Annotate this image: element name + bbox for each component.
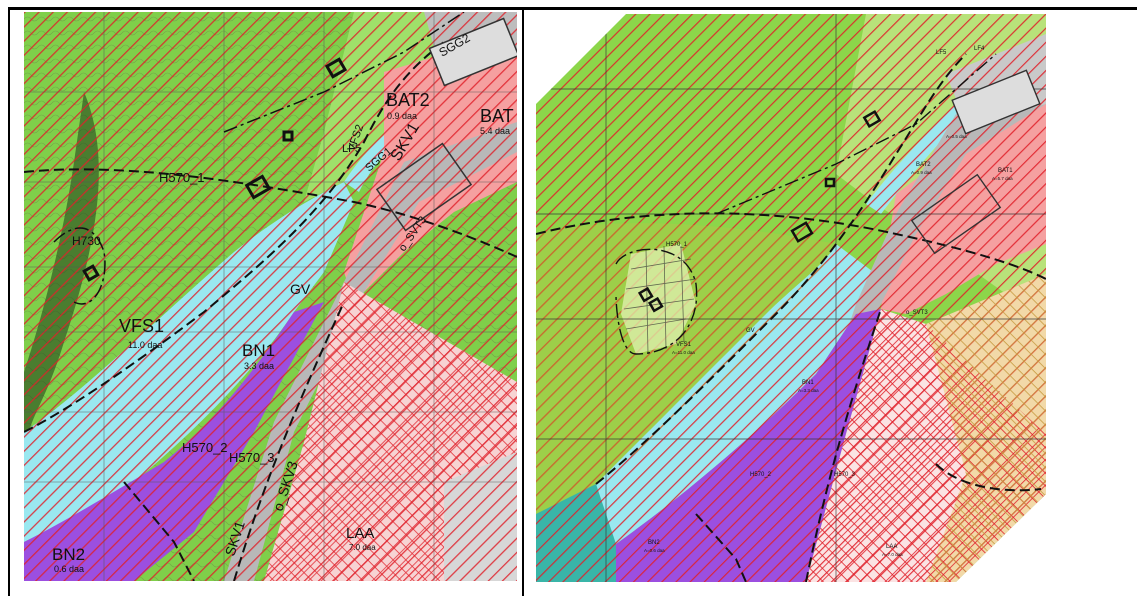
label-bn1: BN1	[242, 341, 275, 360]
label-gv: GV	[290, 281, 311, 297]
label-bn2-r: BN2	[648, 540, 660, 546]
label-h570-r: H570_1	[666, 242, 688, 248]
label-h570-1: H570_1	[159, 170, 205, 185]
label-bat3-area-r: A=0.5 daa	[946, 134, 967, 139]
label-bn2-area-r: A=0.6 daa	[644, 548, 665, 553]
label-bn2-area: 0.6 daa	[54, 564, 84, 574]
label-laa-r: LAA	[886, 544, 897, 550]
label-laa-area-r: A=7.0 daa	[882, 552, 903, 557]
label-h570-3: H570_3	[229, 450, 275, 465]
label-bat1-area: 5.4 daa	[480, 126, 510, 136]
label-bat2-r: BAT2	[916, 162, 931, 168]
label-bn1-area-r: A=3.3 daa	[798, 388, 819, 393]
label-bat1-area-r: A=5.7 daa	[992, 176, 1013, 181]
label-o-svt3-r: o_SVT3	[906, 310, 928, 316]
right-zoning-map: LF5 LF4 BAT2 A=0.9 daa BAT1 A=5.7 daa A=…	[536, 14, 1046, 582]
label-vfs1: VFS1	[119, 316, 164, 336]
label-vfs1-area-r: A=11.0 daa	[672, 350, 695, 355]
label-vfs1-area: 11.0 daa	[128, 340, 162, 350]
label-vfs1-r: VFS1	[676, 342, 692, 348]
label-h730: H730	[72, 234, 101, 248]
label-bn2: BN2	[52, 545, 85, 564]
label-lf5-r: LF5	[936, 50, 947, 56]
label-lf5: LF5	[342, 143, 361, 155]
label-bat2-area-r: A=0.9 daa	[911, 170, 932, 175]
label-gv-r: GV	[746, 328, 755, 334]
label-bat2-area: 0.9 daa	[387, 111, 417, 121]
label-bat2: BAT2	[386, 90, 430, 110]
label-bn1-r: BN1	[802, 380, 814, 386]
label-bat1: BAT	[480, 106, 514, 126]
label-laa-area: 7.0 daa	[349, 543, 376, 552]
top-border	[8, 7, 1137, 10]
label-bat1-r: BAT1	[998, 168, 1013, 174]
label-lf4-r: LF4	[974, 46, 985, 52]
label-laa: LAA	[346, 525, 374, 542]
label-h570-2: H570_2	[182, 440, 228, 455]
label-h570-2-r: H570_2	[750, 472, 772, 478]
divider-border	[522, 7, 524, 596]
left-zoning-map: SGG2 BAT2 0.9 daa BAT 5.4 daa VFS2 LF5 S…	[24, 12, 517, 581]
label-bn1-area: 3.3 daa	[244, 361, 274, 371]
label-h570-3-r: H570_3	[834, 472, 856, 478]
left-border	[8, 7, 10, 596]
